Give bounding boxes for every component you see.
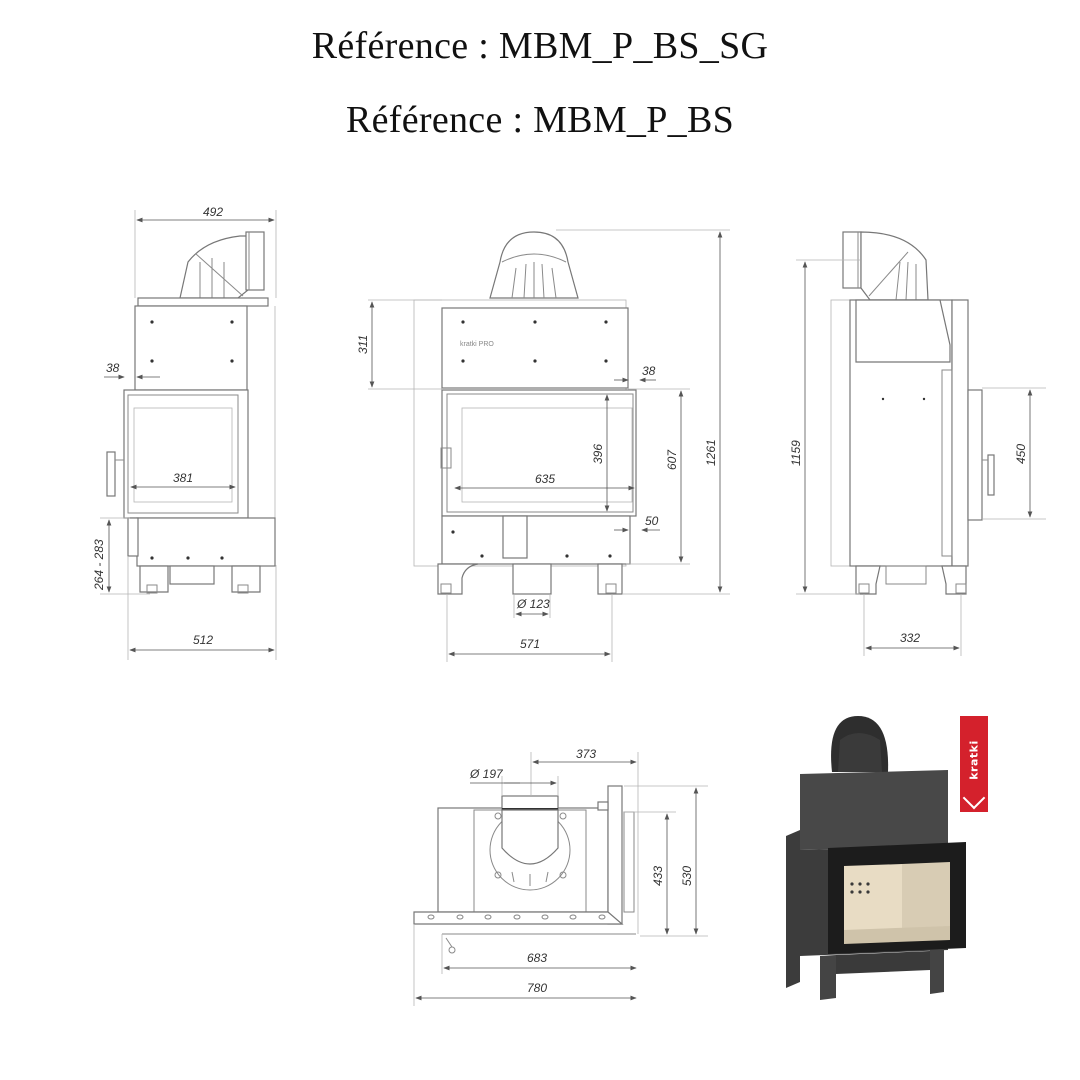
dim-50: 50 xyxy=(645,514,659,528)
reference-title: Référence : MBM_P_BS xyxy=(345,99,735,141)
dim-381: 381 xyxy=(173,471,193,485)
kratki-brand-badge: kratki xyxy=(960,716,988,812)
dim-38-front: 38 xyxy=(642,364,656,378)
product-photo xyxy=(786,716,966,1000)
dim-492: 492 xyxy=(203,205,223,219)
left-side-view: 492 38 381 264 - 283 512 xyxy=(92,205,277,660)
dim-flue-123: Ø 123 xyxy=(516,597,550,611)
brand-logo-icon xyxy=(962,786,986,810)
top-view: 373 Ø 197 433 530 683 780 xyxy=(413,747,708,1006)
dim-396: 396 xyxy=(591,444,605,464)
reference-title-sg: Référence : MBM_P_BS_SG xyxy=(311,25,769,67)
dim-flue-197: Ø 197 xyxy=(469,767,504,781)
dim-683: 683 xyxy=(527,951,547,965)
dim-264-283: 264 - 283 xyxy=(92,539,106,591)
front-brand-label: kratki PRO xyxy=(460,341,494,348)
dim-450: 450 xyxy=(1014,444,1028,464)
dim-1261: 1261 xyxy=(704,439,718,466)
dim-512: 512 xyxy=(193,633,213,647)
brand-label: kratki xyxy=(967,740,981,780)
right-side-view: 1159 450 332 xyxy=(789,231,1046,656)
dim-571: 571 xyxy=(520,637,540,651)
dim-607: 607 xyxy=(665,449,679,470)
dim-635: 635 xyxy=(535,472,555,486)
dim-332: 332 xyxy=(900,631,920,645)
dim-530: 530 xyxy=(680,866,694,886)
dim-1159: 1159 xyxy=(789,440,803,466)
dim-311: 311 xyxy=(356,335,370,354)
dim-373: 373 xyxy=(576,747,596,761)
dim-433: 433 xyxy=(651,866,665,886)
dim-780: 780 xyxy=(527,981,547,995)
dim-38-left: 38 xyxy=(106,361,120,375)
front-view: kratki PRO 311 38 396 635 607 xyxy=(356,229,730,662)
